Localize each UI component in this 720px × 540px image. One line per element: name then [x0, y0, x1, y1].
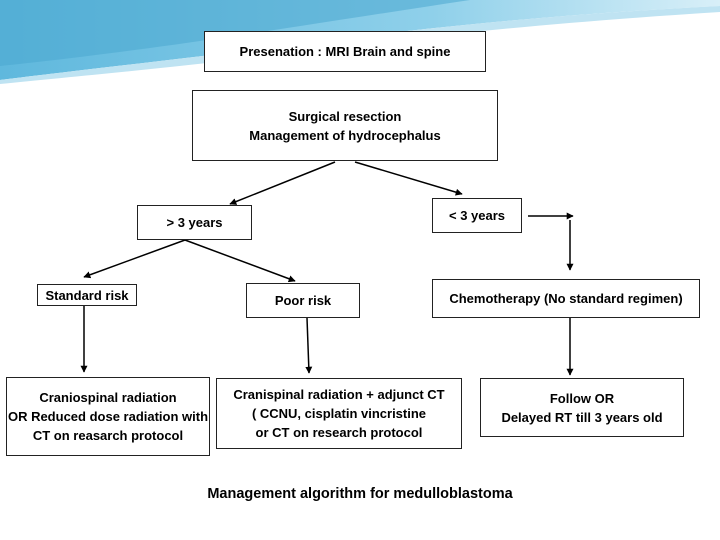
node-follow: Follow OR Delayed RT till 3 years old: [480, 378, 684, 437]
node-chemotherapy: Chemotherapy (No standard regimen): [432, 279, 700, 318]
arrow-surgery-to-over3: [229, 161, 336, 205]
node-standard-treatment: Craniospinal radiation OR Reduced dose r…: [6, 377, 210, 456]
node-surgery-line-2: Management of hydrocephalus: [249, 127, 441, 143]
node-under-3-years-label: < 3 years: [448, 208, 506, 223]
node-poor-treatment-line-1: Cranispinal radiation + adjunct CT: [233, 387, 445, 402]
node-under-3-years: < 3 years: [432, 198, 522, 233]
node-standard-treatment-line-3: CT on reasarch protocol: [32, 428, 184, 443]
node-poor-treatment-line-2: ( CCNU, cisplatin vincristine: [251, 406, 427, 421]
node-presentation: Presenation : MRI Brain and spine: [204, 31, 486, 72]
arrow-over3-to-standard: [83, 239, 186, 279]
node-poor-risk-label: Poor risk: [274, 293, 332, 308]
node-chemotherapy-label: Chemotherapy (No standard regimen): [449, 291, 683, 306]
arrow-over3-to-poor: [184, 239, 296, 283]
node-standard-risk-label: Standard risk: [45, 287, 129, 303]
arrow-surgery-to-under3: [354, 161, 463, 196]
diagram-caption: Management algorithm for medulloblastoma: [207, 486, 513, 502]
node-standard-treatment-line-1: Craniospinal radiation: [39, 390, 177, 405]
node-presentation-line-1: Presenation : MRI Brain and spine: [239, 44, 451, 59]
node-follow-line-1: Follow OR: [549, 390, 615, 406]
node-poor-treatment: Cranispinal radiation + adjunct CT ( CCN…: [216, 378, 462, 449]
node-standard-risk: Standard risk: [37, 284, 137, 306]
node-follow-line-2: Delayed RT till 3 years old: [501, 409, 663, 425]
node-surgery: Surgical resection Management of hydroce…: [192, 90, 498, 161]
node-poor-treatment-line-3: or CT on research protocol: [255, 425, 423, 440]
arrow-poor-to-treatment: [305, 317, 313, 374]
node-surgery-line-1: Surgical resection: [288, 108, 402, 124]
node-over-3-years-label: > 3 years: [166, 215, 223, 230]
node-poor-risk: Poor risk: [246, 283, 360, 318]
node-over-3-years: > 3 years: [137, 205, 252, 240]
node-standard-treatment-line-2: OR Reduced dose radiation with: [7, 409, 209, 424]
